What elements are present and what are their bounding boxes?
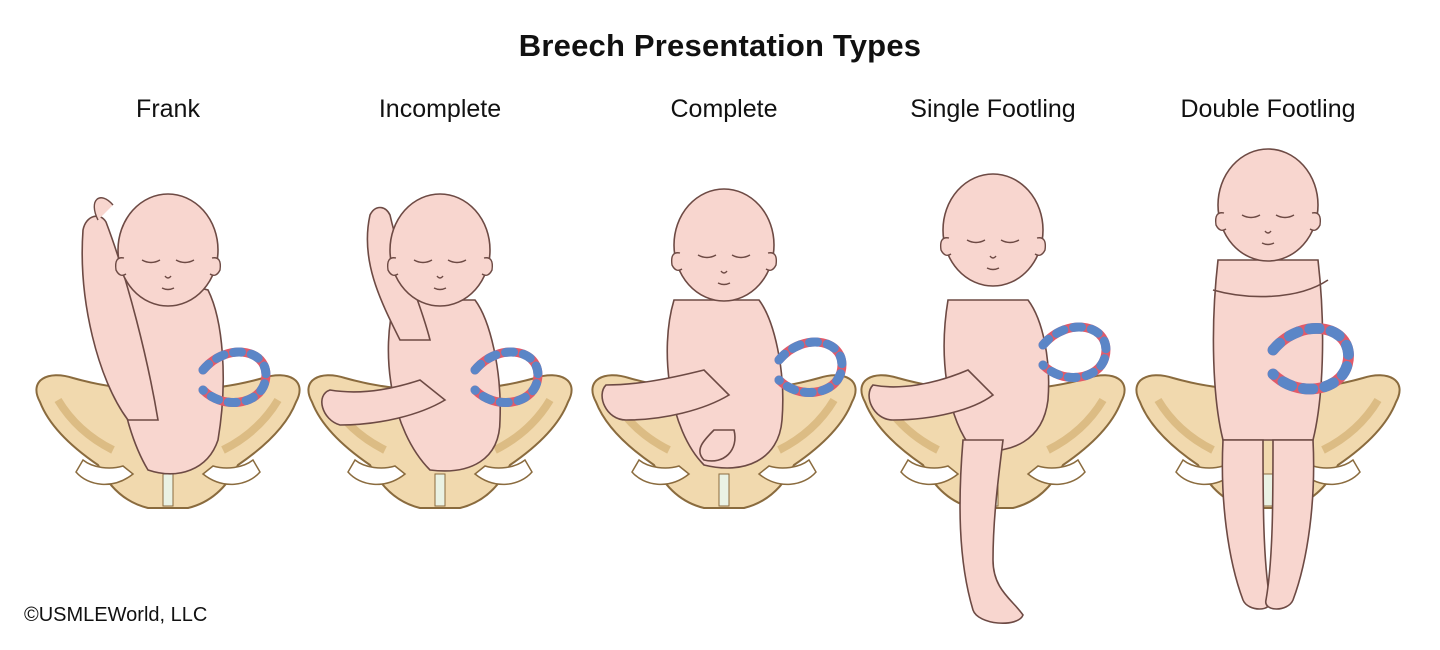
label-single-footling: Single Footling xyxy=(910,95,1076,123)
copyright-notice: ©USMLEWorld, LLC xyxy=(24,604,208,626)
panel-double-footling xyxy=(1136,148,1399,610)
label-double-footling: Double Footling xyxy=(1180,95,1356,123)
label-incomplete: Incomplete xyxy=(378,95,502,123)
diagram-title: Breech Presentation Types xyxy=(518,28,922,63)
label-complete: Complete xyxy=(670,95,778,123)
label-frank: Frank xyxy=(136,95,200,123)
panel-single-footling xyxy=(861,173,1124,625)
panel-frank xyxy=(36,193,299,508)
panel-incomplete xyxy=(308,193,571,508)
panel-complete xyxy=(592,188,855,508)
